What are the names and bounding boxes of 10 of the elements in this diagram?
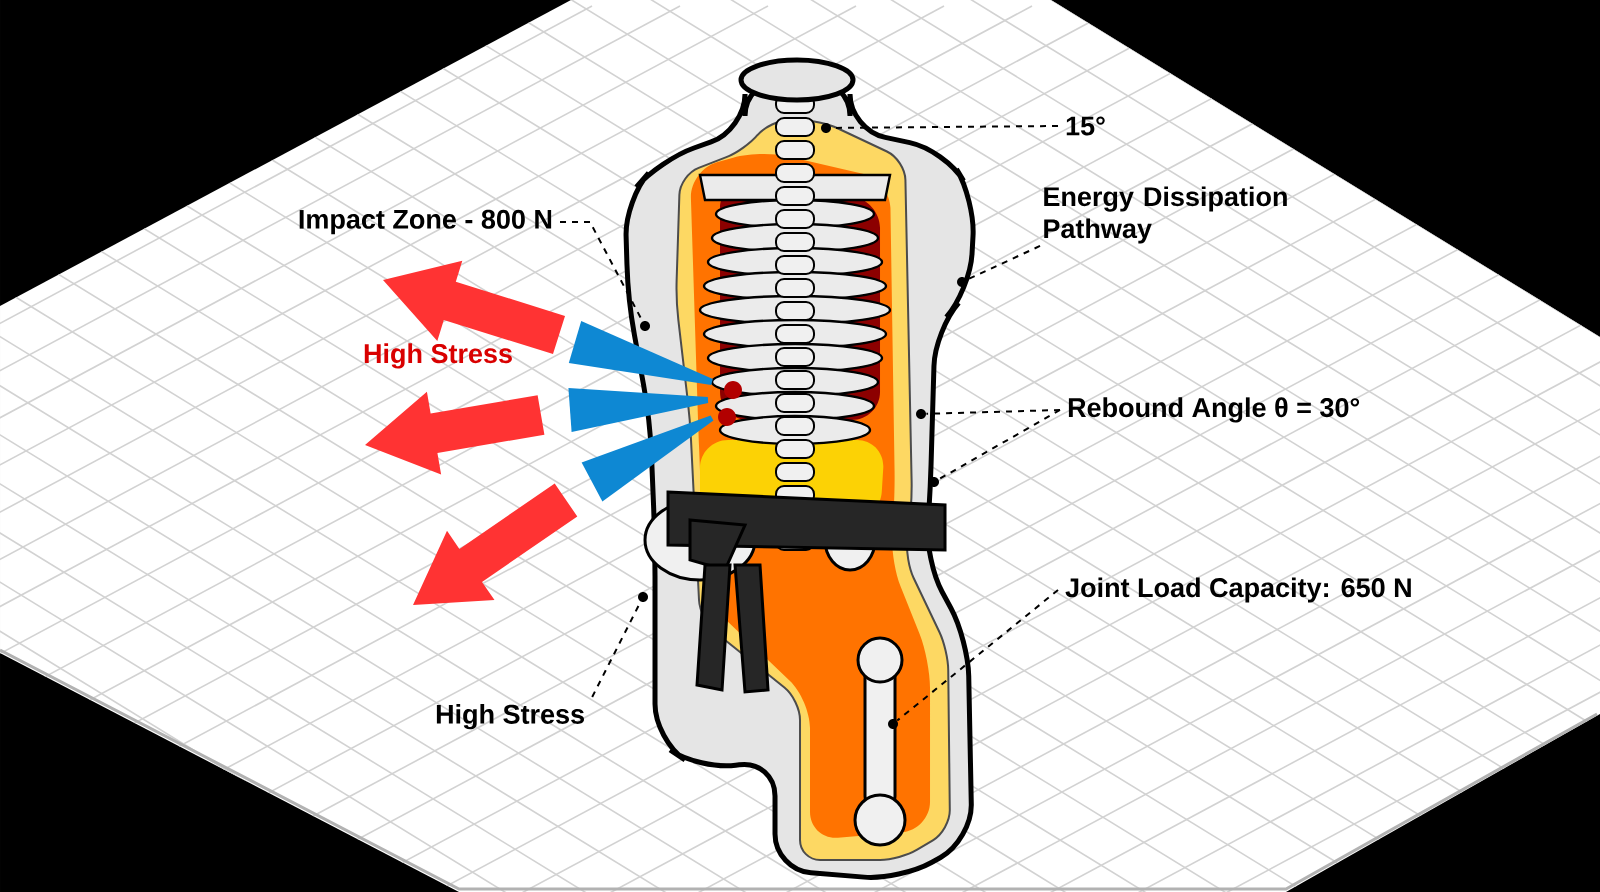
- leader-line: [925, 409, 1061, 415]
- callout-label: Impact Zone - 800 N: [299, 209, 552, 235]
- callout-label: 15°: [1066, 116, 1105, 136]
- callout-label: Energy Dissipation Pathway: [1044, 186, 1287, 244]
- leader-line: [896, 589, 1059, 722]
- callout-label: High Stress: [436, 704, 584, 730]
- leader-line: [937, 409, 1061, 481]
- stress-label: High Stress: [364, 343, 512, 369]
- callout-label: Rebound Angle θ = 30°: [1068, 397, 1360, 423]
- callout-label: Joint Load Capacity: 650 N: [1065, 577, 1411, 603]
